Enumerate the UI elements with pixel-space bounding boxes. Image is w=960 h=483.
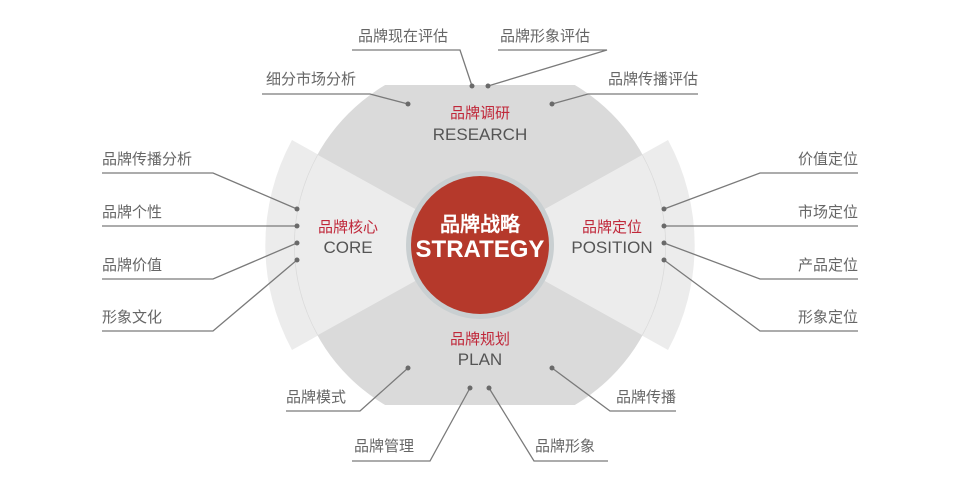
core-item: 品牌传播分析	[102, 150, 193, 168]
research-label-cn: 品牌调研	[449, 104, 510, 122]
core-item: 品牌个性	[102, 203, 163, 221]
plan-item: 品牌模式	[286, 388, 347, 406]
research-item: 细分市场分析	[266, 70, 357, 88]
research-item: 品牌形象评估	[500, 27, 591, 45]
research-item: 品牌传播评估	[607, 70, 698, 88]
plan-item: 品牌管理	[354, 437, 415, 455]
plan-item: 品牌传播	[615, 388, 676, 406]
research-label-en: RESEARCH	[432, 125, 528, 144]
strategy-label-en: STRATEGY	[415, 236, 545, 263]
strategy-circle	[411, 176, 549, 314]
plan-label-en: PLAN	[457, 350, 503, 369]
position-item: 产品定位	[797, 256, 858, 274]
position-label-cn: 品牌定位	[581, 218, 642, 236]
position-item: 市场定位	[797, 203, 858, 221]
research-item: 品牌现在评估	[358, 27, 449, 45]
core-item: 品牌价值	[102, 256, 163, 274]
position-item: 价值定位	[797, 150, 858, 168]
core-item: 形象文化	[102, 308, 163, 326]
core-label-cn: 品牌核心	[317, 218, 378, 236]
strategy-label-cn: 品牌战略	[440, 212, 520, 236]
position-item: 形象定位	[797, 308, 858, 326]
position-label-en: POSITION	[571, 238, 653, 257]
plan-item: 品牌形象	[535, 437, 596, 455]
core-label-en: CORE	[323, 238, 373, 257]
plan-label-cn: 品牌规划	[449, 330, 510, 348]
